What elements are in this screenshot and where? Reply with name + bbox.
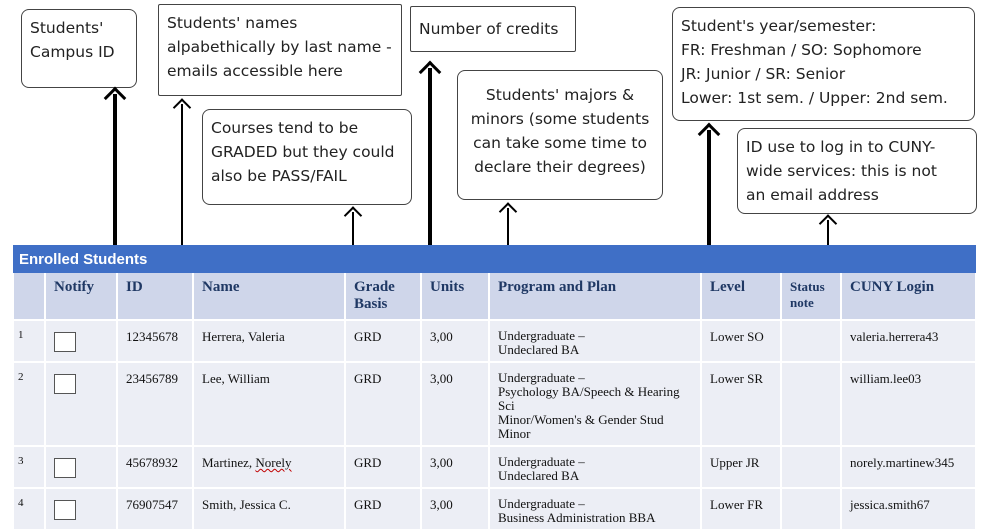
cuny-login: jessica.smith67 — [840, 488, 977, 531]
arrow-grade-basis — [352, 212, 354, 252]
notify-cell — [44, 362, 118, 447]
program-line: Minor/Women's & Gender Stud Minor — [498, 412, 664, 441]
table-row: 1 12345678 Herrera, Valeria GRD 3,00 Und… — [12, 320, 977, 363]
grade-basis: GRD — [344, 446, 422, 489]
arrow-year-semester — [707, 130, 711, 258]
level: Upper JR — [700, 446, 782, 489]
header-row-number — [12, 273, 46, 321]
callout-credits: Number of credits — [410, 6, 576, 52]
notify-checkbox[interactable] — [54, 374, 76, 394]
cuny-login: valeria.herrera43 — [840, 320, 977, 363]
grade-basis: GRD — [344, 488, 422, 531]
units: 3,00 — [420, 446, 490, 489]
units: 3,00 — [420, 362, 490, 447]
notify-cell — [44, 488, 118, 531]
program-plan: Undergraduate –Psychology BA/Speech & He… — [488, 362, 702, 447]
student-name[interactable]: Martinez, Norely — [192, 446, 346, 489]
student-id: 12345678 — [116, 320, 194, 363]
cuny-login: william.lee03 — [840, 362, 977, 447]
student-id: 23456789 — [116, 362, 194, 447]
callout-cuny-login: ID use to log in to CUNY- wide services:… — [737, 128, 977, 214]
header-program-plan[interactable]: Program and Plan — [488, 273, 702, 321]
notify-checkbox[interactable] — [54, 458, 76, 478]
callout-student-names: Students' names alpabethically by last n… — [158, 4, 402, 96]
level: Lower FR — [700, 488, 782, 531]
table-row: 3 45678932 Martinez, Norely GRD 3,00 Und… — [12, 446, 977, 489]
program-line: Undeclared BA — [498, 342, 580, 357]
arrow-campus-id — [113, 94, 117, 258]
grade-basis: GRD — [344, 362, 422, 447]
notify-checkbox[interactable] — [54, 500, 76, 520]
notify-checkbox[interactable] — [54, 332, 76, 352]
header-grade-basis[interactable]: Grade Basis — [344, 273, 422, 321]
program-line: Psychology BA/Speech & Hearing Sci — [498, 384, 680, 413]
arrow-student-names — [181, 104, 183, 254]
notify-cell — [44, 320, 118, 363]
program-line: Undergraduate – — [498, 328, 585, 343]
status-note — [780, 446, 842, 489]
enrolled-students-table: Enrolled Students Notify ID Name Grade B… — [12, 245, 977, 531]
status-note — [780, 320, 842, 363]
callout-campus-id: Students' Campus ID — [21, 9, 137, 88]
student-id: 76907547 — [116, 488, 194, 531]
program-line: Undergraduate – — [498, 370, 585, 385]
status-note — [780, 362, 842, 447]
header-name[interactable]: Name — [192, 273, 346, 321]
program-plan: Undergraduate –Business Administration B… — [488, 488, 702, 531]
student-name-part: Martinez, — [202, 455, 256, 470]
arrow-majors — [507, 208, 509, 252]
notify-cell — [44, 446, 118, 489]
program-line: Undergraduate – — [498, 454, 585, 469]
arrow-credits — [428, 68, 432, 258]
table-header-row: Notify ID Name Grade Basis Units Program… — [12, 273, 977, 321]
program-plan: Undergraduate –Undeclared BA — [488, 320, 702, 363]
level: Lower SO — [700, 320, 782, 363]
cuny-login: norely.martinew345 — [840, 446, 977, 489]
level: Lower SR — [700, 362, 782, 447]
callout-grade-basis: Courses tend to be GRADED but they could… — [202, 109, 412, 205]
header-id[interactable]: ID — [116, 273, 194, 321]
table-row: 4 76907547 Smith, Jessica C. GRD 3,00 Un… — [12, 488, 977, 531]
student-name[interactable]: Smith, Jessica C. — [192, 488, 346, 531]
header-cuny-login[interactable]: CUNY Login — [840, 273, 977, 321]
student-id: 45678932 — [116, 446, 194, 489]
program-line: Undergraduate – — [498, 496, 585, 511]
header-units[interactable]: Units — [420, 273, 490, 321]
header-level[interactable]: Level — [700, 273, 782, 321]
student-name[interactable]: Lee, William — [192, 362, 346, 447]
grade-basis: GRD — [344, 320, 422, 363]
table-row: 2 23456789 Lee, William GRD 3,00 Undergr… — [12, 362, 977, 447]
program-line: Business Administration BBA — [498, 510, 656, 525]
row-number: 1 — [12, 320, 46, 363]
callout-majors: Students' majors & minors (some students… — [457, 70, 663, 200]
arrow-cuny-login — [827, 220, 829, 252]
student-name[interactable]: Herrera, Valeria — [192, 320, 346, 363]
program-line: Undeclared BA — [498, 468, 580, 483]
spellcheck-underline: Norely — [255, 455, 292, 470]
program-plan: Undergraduate –Undeclared BA — [488, 446, 702, 489]
row-number: 4 — [12, 488, 46, 531]
table-title: Enrolled Students — [13, 245, 976, 273]
row-number: 2 — [12, 362, 46, 447]
status-note — [780, 488, 842, 531]
units: 3,00 — [420, 488, 490, 531]
row-number: 3 — [12, 446, 46, 489]
units: 3,00 — [420, 320, 490, 363]
header-notify[interactable]: Notify — [44, 273, 118, 321]
callout-year-semester: Student's year/semester: FR: Freshman / … — [672, 7, 975, 121]
header-status-note[interactable]: Status note — [780, 273, 842, 321]
